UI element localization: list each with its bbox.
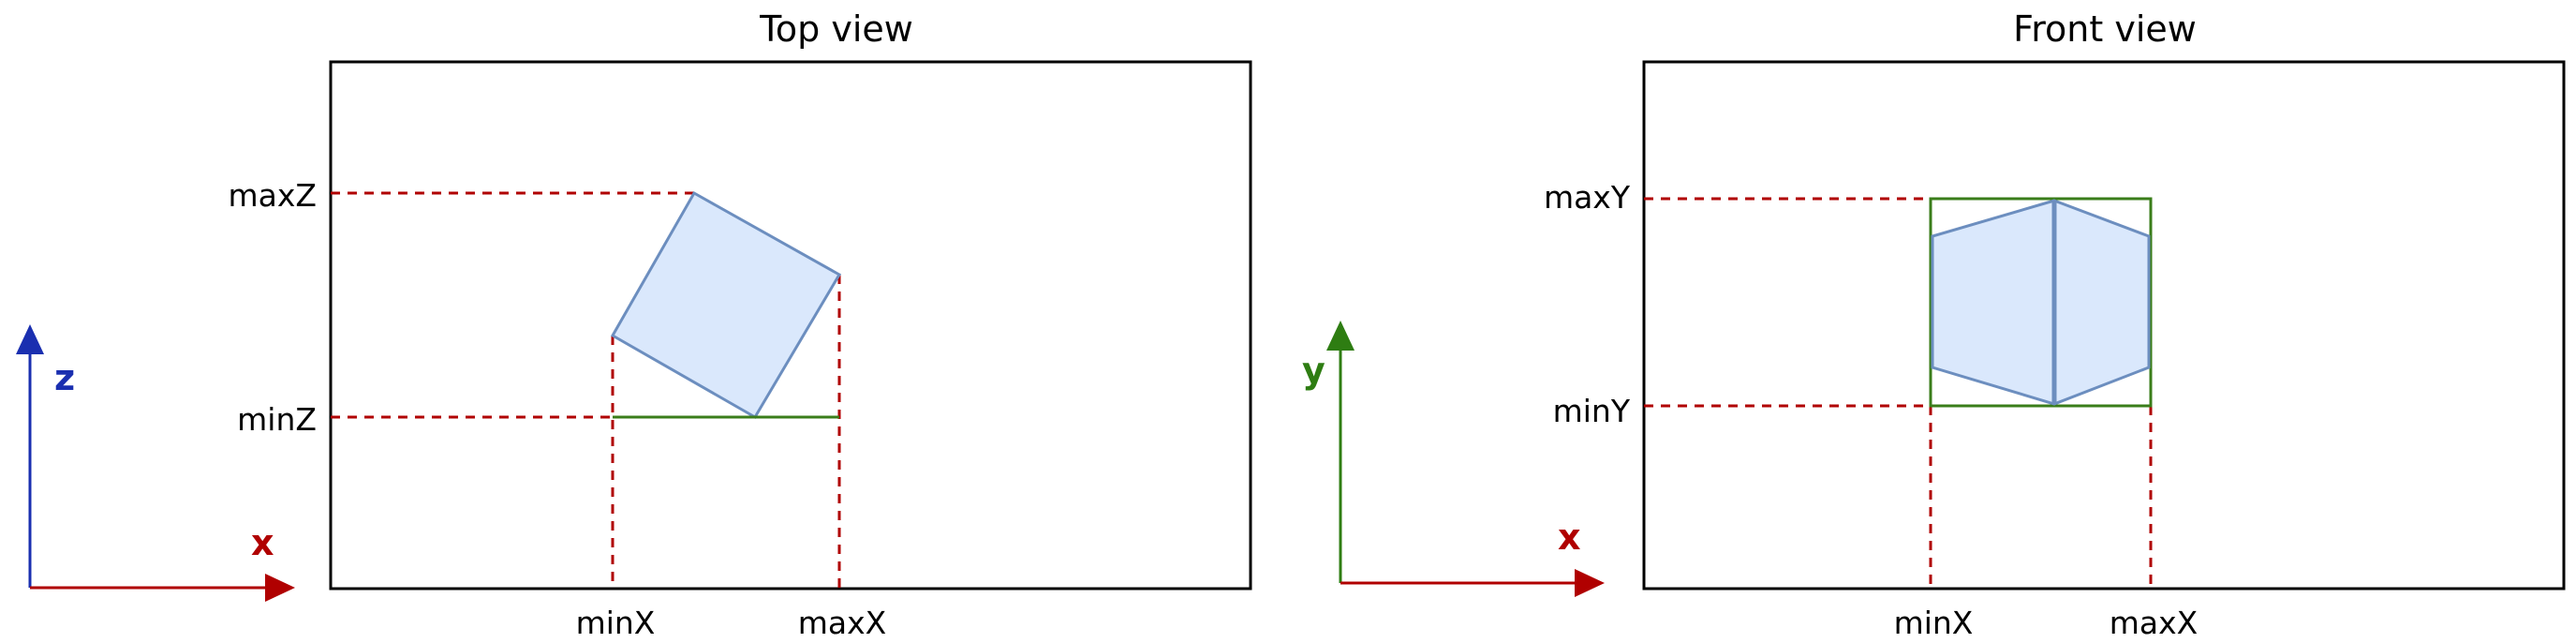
front-view-miny-label: minY [1553, 393, 1631, 429]
x-axis-arrowhead [265, 574, 295, 602]
top-view-title: Top view [759, 8, 913, 50]
top-view-maxz-label: maxZ [228, 177, 317, 214]
front-view-panel: Front view maxY minY minX maxX [1544, 8, 2566, 641]
z-axis-label: z [54, 357, 75, 398]
front-view-maxy-label: maxY [1544, 179, 1631, 216]
top-view-minz-label: minZ [237, 401, 317, 438]
top-view-axes: z x [16, 324, 295, 602]
top-view-minx-label: minX [576, 605, 656, 641]
x-axis-label: x [251, 522, 274, 563]
front-view-rotated-box [1931, 199, 2151, 406]
y-axis-arrowhead [1326, 321, 1355, 351]
front-view-bounding-box [1929, 197, 2153, 408]
top-view-rotated-box [610, 190, 842, 420]
front-view-axes: y x [1302, 321, 1605, 597]
z-axis-arrowhead [16, 324, 44, 354]
front-view-frame [1642, 60, 2566, 591]
x-axis-front-arrowhead [1575, 569, 1605, 597]
front-view-minx-label: minX [1894, 605, 1974, 641]
x-axis-front-label: x [1558, 516, 1581, 558]
front-view-title: Front view [2013, 8, 2197, 50]
top-view-panel: Top view maxZ minZ minX maxX [228, 8, 1252, 641]
top-view-maxx-label: maxX [798, 605, 887, 641]
front-view-maxx-label: maxX [2110, 605, 2198, 641]
y-axis-label: y [1302, 350, 1325, 391]
top-view-frame [329, 60, 1252, 591]
